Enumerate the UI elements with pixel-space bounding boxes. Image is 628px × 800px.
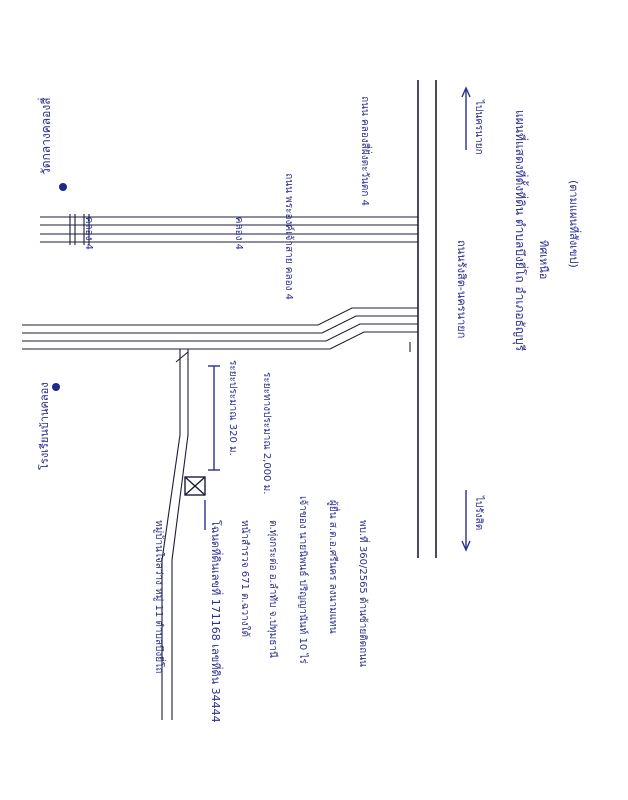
distance-main-label: ระยะทางประมาณ 2,000 ม.: [261, 372, 272, 494]
upper-road-label: ถนน คลองสี่ฝั่งตะวันตก 4: [359, 96, 373, 206]
soi-branch: [161, 349, 189, 720]
temple-dot: [59, 183, 67, 191]
to-rangsit-label: ไปรังสิต: [473, 495, 485, 530]
distance-marker-320: [208, 365, 220, 471]
village-label: หมู่บ้านใจสว่าง หมู่ 11 ตำบลบึงยี่โถ: [153, 520, 167, 674]
deed-registration: พบ.ที่ 360/2565 ด้านซ้ายติดถนน: [357, 520, 371, 667]
deed-title: โฉนดที่ดินเลขที่ 171168 เลขที่ดิน 34444: [209, 520, 224, 723]
lower-canal-road: [22, 307, 418, 352]
upper-canal-road: [40, 214, 418, 245]
temple-label: วัดกลางคลองสี่: [37, 97, 53, 175]
to-nakhon-nayok-label: ไปนครนายก: [473, 99, 485, 155]
main-road-label: ถนนรังสิต-นครนายก: [455, 240, 468, 338]
map-note: (ตามแผนที่สังเขป): [567, 180, 582, 268]
land-plot-marker: [184, 476, 206, 530]
deed-owner: เจ้าของ นายนิพนธ์ ปริญญานันท์ 10 ไร่: [297, 496, 309, 664]
school-dot: [52, 383, 60, 391]
deed-lawyer: ผู้ยื่น ส.ต.อ.ศรีนคร ลงนามแทน: [327, 500, 341, 634]
upper-road-left-label: คลอง 4: [83, 217, 94, 250]
arrow-to-rangsit: [461, 490, 471, 552]
distance-side-label: ระยะประมาณ 320 ม.: [227, 360, 238, 456]
map-legend: ทิศเหนือ: [537, 240, 550, 279]
lower-road-label: ถนน พระองค์เจ้าสาย คลอง 4: [283, 173, 295, 300]
arrow-to-nakhon-nayok: [461, 86, 471, 150]
school-label: โรงเรียนบ้านคลอง: [37, 382, 51, 470]
main-highway: [417, 80, 437, 558]
upper-road-inner-label: คลอง 4: [233, 217, 244, 250]
deed-tambon: ต.ทุ่งกระต่อ อ.ลำทับ จ.ปทุมธานี: [267, 520, 279, 658]
map-heading: แผนที่แสดงที่ตั้งที่ดิน ตำบลบึงยี่โถ อำเ…: [512, 110, 529, 352]
deed-survey: หน้าสำรวจ 671 ต.ฉวางใต้: [239, 520, 251, 637]
